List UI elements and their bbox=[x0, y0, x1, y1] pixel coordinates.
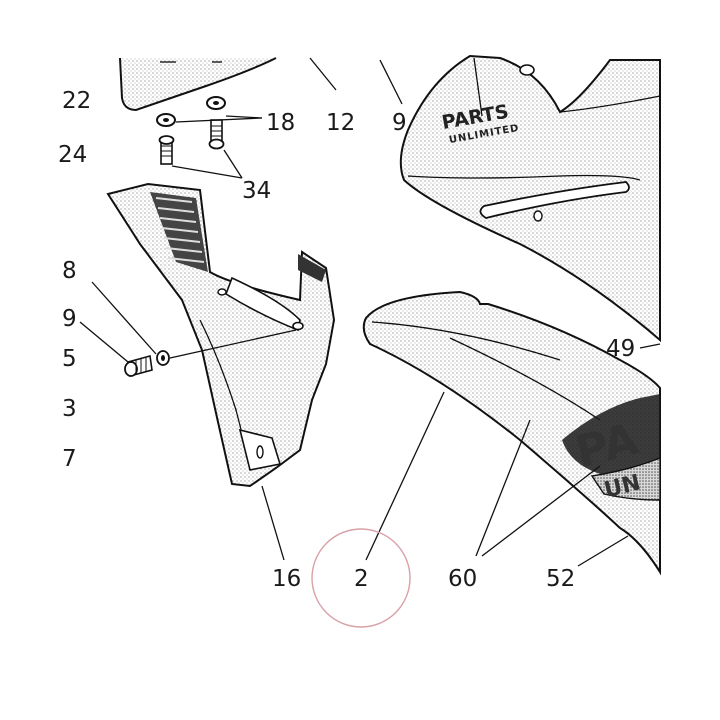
callout-24: 24 bbox=[58, 142, 87, 168]
callout-12: 12 bbox=[326, 110, 355, 136]
callout-18: 18 bbox=[266, 110, 295, 136]
side-bracket bbox=[106, 182, 336, 488]
callout-16: 16 bbox=[272, 566, 301, 592]
callout-49: 49 bbox=[606, 336, 635, 362]
side-fairing: PA UN bbox=[362, 290, 661, 576]
callout-3: 3 bbox=[62, 396, 77, 422]
callout-22: 22 bbox=[62, 88, 91, 114]
screw-and-washer bbox=[124, 350, 170, 378]
callout-52: 52 bbox=[546, 566, 575, 592]
top-plate bbox=[119, 57, 277, 112]
callout-9-top: 9 bbox=[392, 110, 407, 136]
washers-and-screws bbox=[156, 96, 226, 165]
callout-9: 9 bbox=[62, 306, 77, 332]
callout-labels: 22 24 18 12 9 34 8 9 5 3 7 49 16 2 60 52 bbox=[58, 88, 635, 592]
callout-8: 8 bbox=[62, 258, 77, 284]
callout-34: 34 bbox=[242, 178, 271, 204]
callout-60: 60 bbox=[448, 566, 477, 592]
upper-fairing: PARTS UNLIMITED bbox=[399, 54, 661, 343]
highlight-circle bbox=[311, 528, 411, 628]
leader-lines bbox=[79, 57, 661, 567]
callout-7: 7 bbox=[62, 446, 77, 472]
callout-5: 5 bbox=[62, 346, 77, 372]
callout-2: 2 bbox=[354, 566, 369, 592]
